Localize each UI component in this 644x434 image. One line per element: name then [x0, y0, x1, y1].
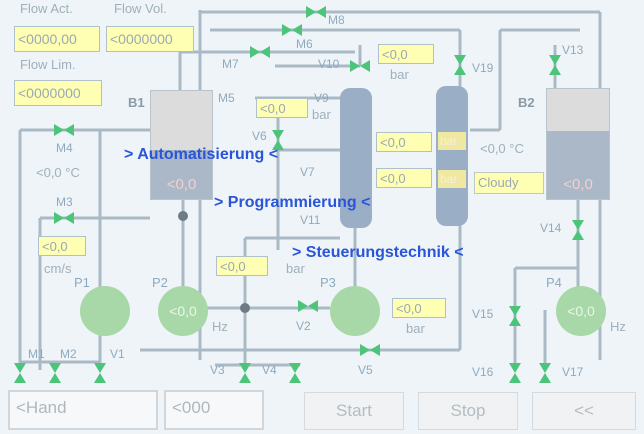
p2-line-unit: bar — [286, 261, 305, 276]
valve-v1-label[interactable]: V1 — [110, 347, 125, 361]
valve-m3-label[interactable]: M3 — [56, 195, 73, 209]
stop-button[interactable]: Stop — [418, 392, 518, 430]
flow-act-display: <0000,00 — [14, 26, 100, 52]
tank-b2-level — [547, 130, 609, 199]
valve-v10-label[interactable]: V10 — [318, 57, 340, 71]
pump-p2-unit: Hz — [212, 319, 228, 334]
tank-b2-status: Cloudy — [474, 172, 544, 194]
column-1-display-bottom: <0,0 — [376, 168, 432, 188]
hand-input[interactable]: <Hand — [8, 390, 158, 430]
pump-p2-label: P2 — [152, 275, 168, 290]
valve-m5-label[interactable]: M5 — [218, 91, 235, 105]
valve-m4-label[interactable]: M4 — [56, 141, 73, 155]
valve-v16-label[interactable]: V16 — [472, 365, 494, 379]
v10-pressure-display: <0,0 — [378, 44, 434, 64]
tank-b2-temp: <0,0 °C — [480, 141, 524, 156]
tank-b1-label: B1 — [128, 95, 145, 110]
valve-v4-label[interactable]: V4 — [262, 363, 277, 377]
overlay-steuerungstechnik: > Steuerungstechnik < — [292, 244, 464, 261]
p3-pressure-unit: bar — [406, 321, 425, 336]
overlay-programmierung: > Programmierung < — [214, 194, 371, 211]
column-1-display-top: <0,0 — [376, 132, 432, 152]
valve-v11-label[interactable]: V11 — [300, 213, 321, 227]
valve-v2-label[interactable]: V2 — [296, 319, 311, 333]
valve-v19-label[interactable]: V19 — [472, 61, 494, 75]
valve-v6-label[interactable]: V6 — [252, 129, 267, 143]
flow-act-label: Flow Act. — [20, 1, 73, 16]
pump-p3-label: P3 — [320, 275, 336, 290]
valve-v7-label[interactable]: V7 — [300, 165, 315, 179]
valve-v3-label[interactable]: V3 — [210, 363, 225, 377]
v9-pressure-display: <0,0 — [256, 98, 308, 118]
valve-m7-label[interactable]: M7 — [222, 57, 239, 71]
valve-v17-label[interactable]: V17 — [562, 365, 584, 379]
pump-p1-label: P1 — [74, 275, 90, 290]
tank-b2-label: B2 — [518, 95, 535, 110]
column-2-top-unit: bar — [438, 132, 466, 150]
p2-line-display: <0,0 — [216, 256, 268, 276]
valve-m8-label[interactable]: M8 — [328, 13, 345, 27]
v10-pressure-unit: bar — [390, 67, 409, 82]
column-2 — [436, 86, 468, 226]
m3-flow-display: <0,0 — [38, 236, 86, 256]
pump-p3[interactable] — [330, 286, 380, 336]
tank-b2-value: <0,0 — [563, 176, 593, 193]
start-button[interactable]: Start — [304, 392, 404, 430]
column-1 — [340, 88, 372, 228]
pump-p1[interactable] — [80, 286, 130, 336]
tank-b2: <0,0 — [546, 88, 610, 200]
tank-b1-value: <0,0 — [166, 176, 197, 193]
valve-v13-label[interactable]: V13 — [562, 43, 584, 57]
flow-lim-input[interactable]: <0000000 — [14, 80, 102, 106]
counter-input[interactable]: <000 — [164, 390, 264, 430]
v9-pressure-unit: bar — [312, 107, 331, 122]
flow-vol-label: Flow Vol. — [114, 1, 167, 16]
valve-v9-label[interactable]: V9 — [314, 91, 329, 105]
pump-p2[interactable]: <0,0 — [158, 286, 208, 336]
valve-m1-label[interactable]: M1 — [28, 347, 45, 361]
back-button[interactable]: << — [532, 392, 636, 430]
pump-p4[interactable]: <0,0 — [556, 286, 606, 336]
b1-temp-display: <0,0 °C — [36, 165, 80, 180]
p3-pressure-display: <0,0 — [392, 298, 446, 318]
tank-b1-level — [151, 150, 212, 199]
valve-m6-label[interactable]: M6 — [296, 37, 313, 51]
m3-flow-unit: cm/s — [44, 261, 72, 276]
valve-v5-label[interactable]: V5 — [358, 363, 373, 377]
pump-p4-unit: Hz — [610, 319, 626, 334]
tank-b1: <0,0 — [150, 90, 213, 200]
valve-symbols — [14, 6, 584, 383]
valve-v15-label[interactable]: V15 — [472, 307, 494, 321]
flow-vol-display: <0000000 — [106, 26, 194, 52]
pump-p4-label: P4 — [546, 275, 562, 290]
valve-v14-label[interactable]: V14 — [540, 221, 562, 235]
overlay-automatisierung: > Automatisierung < — [124, 146, 279, 163]
column-2-bottom-unit: bar — [438, 170, 466, 188]
valve-m2-label[interactable]: M2 — [60, 347, 77, 361]
flow-lim-label: Flow Lim. — [20, 57, 76, 72]
